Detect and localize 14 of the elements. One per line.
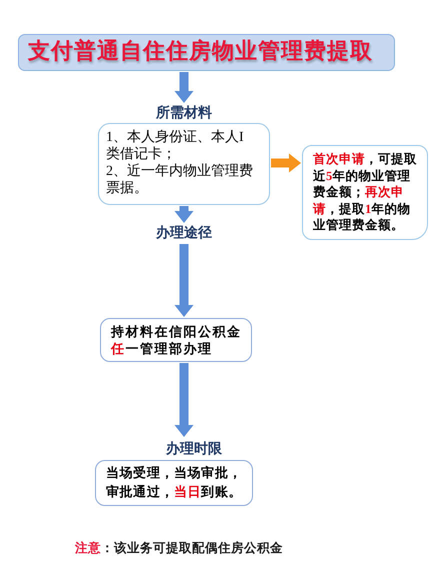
arrow bbox=[174, 72, 194, 103]
section-heading: 办理时限 bbox=[166, 440, 222, 459]
title-banner: 支付普通自住住房物业管理费提取 bbox=[18, 34, 395, 71]
section-heading: 办理途径 bbox=[156, 224, 212, 243]
list-item: 2、近一年内物业管理费票据。 bbox=[106, 163, 254, 197]
process-box: 持材料在信阳公积金任一管理部办理 bbox=[100, 318, 252, 362]
list-item: 1、本人身份证、本人I类借记卡； bbox=[106, 129, 245, 163]
note-text: 注意：该业务可提取配偶住房公积金 bbox=[75, 539, 283, 556]
arrow bbox=[174, 206, 194, 223]
arrow bbox=[174, 363, 194, 437]
info-box: 当场受理，当场审批，审批通过，当日到账。 bbox=[95, 460, 253, 506]
arrow bbox=[271, 154, 301, 172]
section-heading: 所需材料 bbox=[156, 104, 212, 123]
note-box: 首次申请，可提取近5年的物业管理费金额；再次申请，提取1年的物业管理费金额。 bbox=[302, 145, 428, 240]
